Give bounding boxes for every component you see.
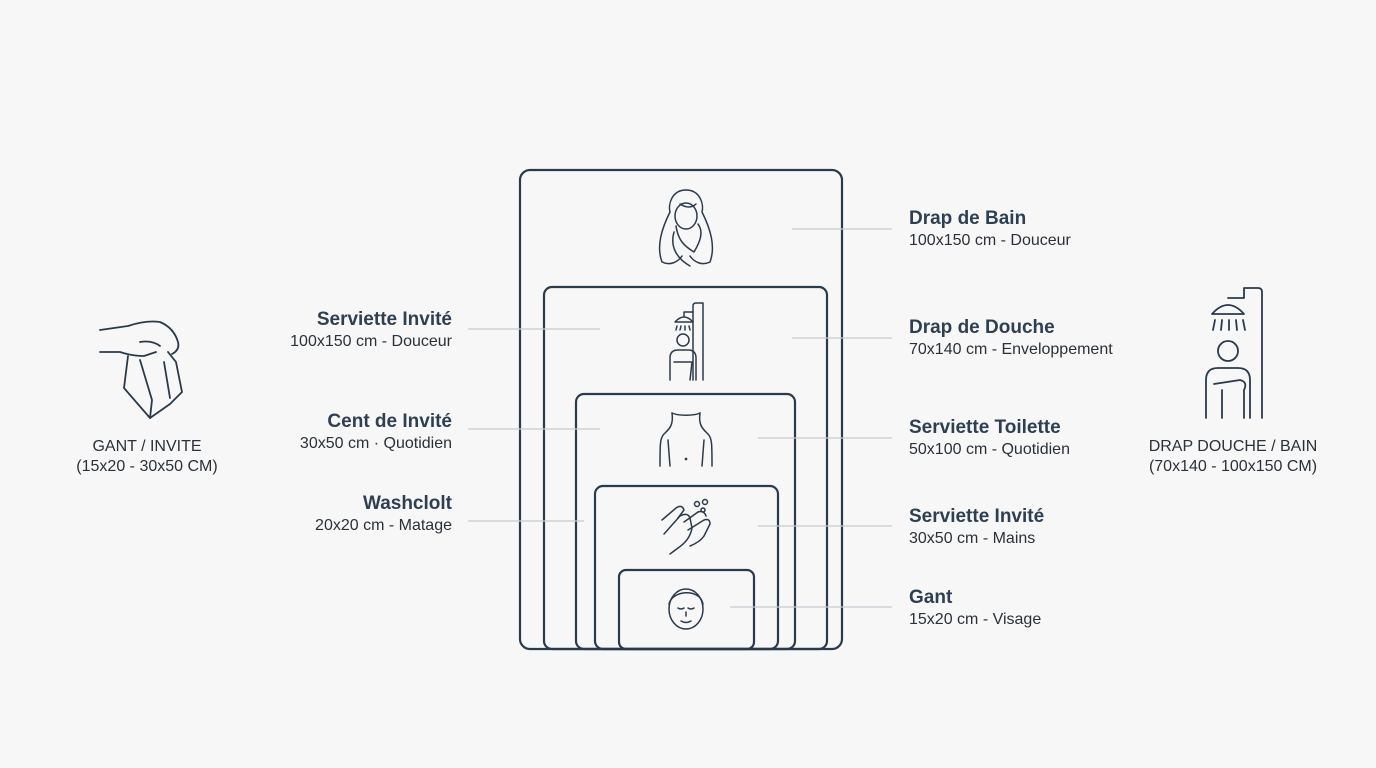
label-subtitle: 70x140 cm - Enveloppement — [909, 341, 1113, 358]
label-title: Serviette Invité — [316, 309, 452, 330]
label-title: Drap de Douche — [909, 317, 1055, 338]
label-gant: Gant 15x20 cm - Visage — [909, 587, 1041, 630]
label-title: Serviette Invité — [909, 506, 1045, 527]
label-subtitle: 30x50 cm · Quotidien — [299, 435, 452, 452]
label-title: Gant — [909, 587, 953, 608]
label-title: Drap de Bain — [909, 208, 1027, 229]
label-title: Serviette Toilette — [909, 417, 1061, 438]
label-drap-de-bain: Drap de Bain 100x150 cm - Douceur — [909, 208, 1071, 251]
shower-icon — [669, 302, 704, 381]
washing-hands-icon — [661, 498, 711, 555]
shower-person-icon — [1205, 287, 1263, 419]
label-subtitle: 15x20 cm - Visage — [909, 611, 1042, 628]
label-drap-de-douche: Drap de Douche 70x140 cm - Enveloppement — [909, 317, 1113, 360]
label-subtitle: 100x150 cm - Douceur — [909, 232, 1071, 249]
caption-line: (15x20 - 30x50 CM) — [76, 458, 218, 475]
left-side-caption: GANT / INVITE (15x20 - 30x50 CM) — [47, 437, 247, 477]
right-side-caption: DRAP DOUCHE / BAIN (70x140 - 100x150 CM) — [1118, 437, 1348, 477]
box-drap-de-douche — [542, 285, 829, 651]
label-subtitle: 30x50 cm - Mains — [909, 530, 1036, 547]
face-icon — [668, 588, 704, 630]
label-serviette-invite: Serviette Invité 30x50 cm - Mains — [909, 506, 1044, 549]
label-left-washclolt: Washclolt 20x20 cm - Matage — [315, 493, 452, 536]
box-gant — [617, 568, 756, 651]
label-title: Cent de Invité — [327, 411, 452, 432]
torso-icon — [659, 412, 713, 467]
box-serviette-invite — [593, 484, 780, 651]
label-left-serviette-invite: Serviette Invité 100x150 cm - Douceur — [290, 309, 452, 352]
label-subtitle: 100x150 cm - Douceur — [290, 333, 452, 350]
label-serviette-toilette: Serviette Toilette 50x100 cm - Quotidien — [909, 417, 1070, 460]
label-subtitle: 20x20 cm - Matage — [315, 517, 452, 534]
wrapped-person-icon — [658, 189, 714, 267]
caption-line: DRAP DOUCHE / BAIN — [1148, 438, 1318, 455]
caption-line: (70x140 - 100x150 CM) — [1148, 458, 1318, 475]
label-subtitle: 50x100 cm - Quotidien — [909, 441, 1070, 458]
label-title: Washclolt — [362, 493, 452, 514]
label-left-cent-de-invite: Cent de Invité 30x50 cm · Quotidien — [300, 411, 452, 454]
caption-line: GANT / INVITE — [92, 438, 202, 455]
hand-towel-icon — [99, 320, 183, 419]
